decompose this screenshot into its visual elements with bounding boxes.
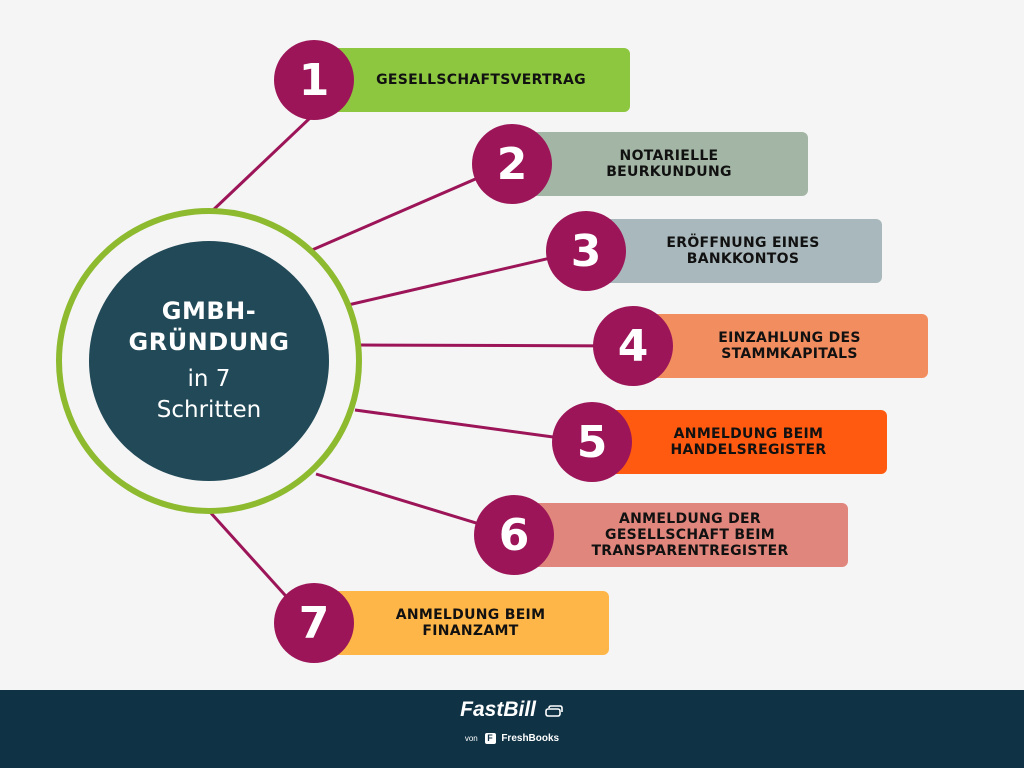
step-6-box: ANMELDUNG DER GESELLSCHAFT BEIM TRANSPAR… [504, 503, 848, 567]
step-7-number: 7 [274, 583, 354, 663]
fastbill-stacked-card-icon [545, 705, 563, 718]
step-1-box: GESELLSCHAFTSVERTRAG [304, 48, 630, 112]
connector-line-3 [347, 248, 586, 307]
step-5-box: ANMELDUNG BEIM HANDELSREGISTER [582, 410, 887, 474]
step-7-box: ANMELDUNG BEIM FINANZAMT [304, 591, 609, 655]
step-4-number: 4 [593, 306, 673, 386]
brand-name: FastBill [460, 698, 536, 721]
connector-lines [208, 116, 633, 627]
connector-line-4 [359, 343, 633, 348]
step-1-number: 1 [274, 40, 354, 120]
step-5-number: 5 [552, 402, 632, 482]
footer: FastBill von F FreshBooks [0, 690, 1024, 768]
step-6-number: 6 [474, 495, 554, 575]
step-2-number: 2 [472, 124, 552, 204]
step-3-box: ERÖFFNUNG EINES BANKKONTOS [576, 219, 882, 283]
step-3-number: 3 [546, 211, 626, 291]
freshbooks-f-icon: F [484, 733, 496, 744]
center-subtitle: in 7 Schritten [156, 366, 262, 423]
byline: von F FreshBooks [0, 733, 1024, 744]
byline-von: von [464, 734, 478, 744]
step-4-box: EINZAHLUNG DES STAMMKAPITALS [623, 314, 928, 378]
step-2-box: NOTARIELLE BEURKUNDUNG [502, 132, 808, 196]
center-circle: GMBH- GRÜNDUNG in 7 Schritten [89, 241, 329, 481]
fastbill-logo: FastBill [0, 698, 1024, 722]
freshbooks-name: FreshBooks [501, 733, 560, 744]
connector-line-5 [354, 408, 591, 444]
center-title: GMBH- GRÜNDUNG [128, 297, 290, 356]
connector-line-1 [208, 116, 312, 215]
